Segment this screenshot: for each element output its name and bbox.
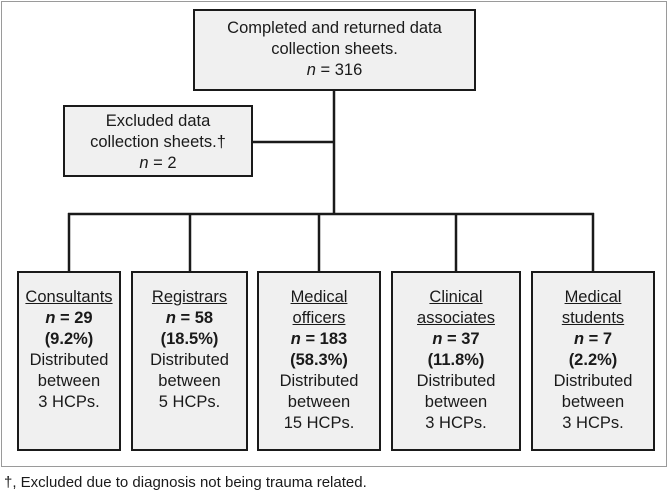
category-count: n = 58 xyxy=(165,309,214,327)
category-between: between xyxy=(37,372,101,390)
category-distributed: Distributed xyxy=(279,372,359,390)
category-hcps: 3 HCPs. xyxy=(562,414,624,432)
category-percent: (11.8%) xyxy=(427,351,485,369)
category-box-medical-officers: Medical officers n = 183 (58.3%) Distrib… xyxy=(257,271,381,451)
excluded-sheets-count: n = 2 xyxy=(139,154,177,172)
category-distributed: Distributed xyxy=(416,372,496,390)
returned-sheets-line2: collection sheets. xyxy=(271,40,398,58)
footnote: †, Excluded due to diagnosis not being t… xyxy=(4,474,367,491)
category-percent: (58.3%) xyxy=(290,351,348,369)
category-name-line1: Medical xyxy=(564,288,622,306)
returned-sheets-box: Completed and returned data collection s… xyxy=(193,9,476,91)
category-distributed: Distributed xyxy=(150,351,229,369)
category-name-line2: officers xyxy=(292,309,346,327)
category-between: between xyxy=(424,393,488,411)
excluded-sheets-box: Excluded data collection sheets.† n = 2 xyxy=(63,105,253,177)
category-percent: (2.2%) xyxy=(568,351,618,369)
category-hcps: 5 HCPs. xyxy=(158,393,221,411)
category-name-line1: Clinical xyxy=(429,288,483,306)
category-box-medical-students: Medical students n = 7 (2.2%) Distribute… xyxy=(531,271,655,451)
category-between: between xyxy=(561,393,625,411)
category-name-line1: Medical xyxy=(290,288,348,306)
category-hcps: 15 HCPs. xyxy=(283,414,355,432)
category-between: between xyxy=(287,393,351,411)
category-box-clinical-associates: Clinical associates n = 37 (11.8%) Distr… xyxy=(391,271,521,451)
category-count: n = 183 xyxy=(290,330,348,348)
category-name: Consultants xyxy=(25,288,113,306)
excluded-sheets-line1: Excluded data xyxy=(105,112,211,130)
returned-sheets-line1: Completed and returned data xyxy=(227,19,442,37)
category-count: n = 37 xyxy=(432,330,480,348)
category-count: n = 29 xyxy=(45,309,93,327)
category-box-consultants: Consultants n = 29 (9.2%) Distributed be… xyxy=(17,271,121,451)
category-hcps: 3 HCPs. xyxy=(425,414,487,432)
category-box-registrars: Registrars n = 58 (18.5%) Distributed be… xyxy=(131,271,248,451)
excluded-sheets-line2: collection sheets.† xyxy=(90,133,226,151)
category-hcps: 3 HCPs. xyxy=(38,393,100,411)
category-percent: (18.5%) xyxy=(160,330,219,348)
category-count: n = 7 xyxy=(573,330,613,348)
category-percent: (9.2%) xyxy=(44,330,94,348)
category-name-line2: students xyxy=(561,309,625,327)
category-distributed: Distributed xyxy=(553,372,633,390)
category-distributed: Distributed xyxy=(29,351,109,369)
returned-sheets-count: n = 316 xyxy=(306,61,363,79)
category-between: between xyxy=(158,372,221,390)
category-name: Registrars xyxy=(151,288,228,306)
category-name-line2: associates xyxy=(417,309,495,327)
